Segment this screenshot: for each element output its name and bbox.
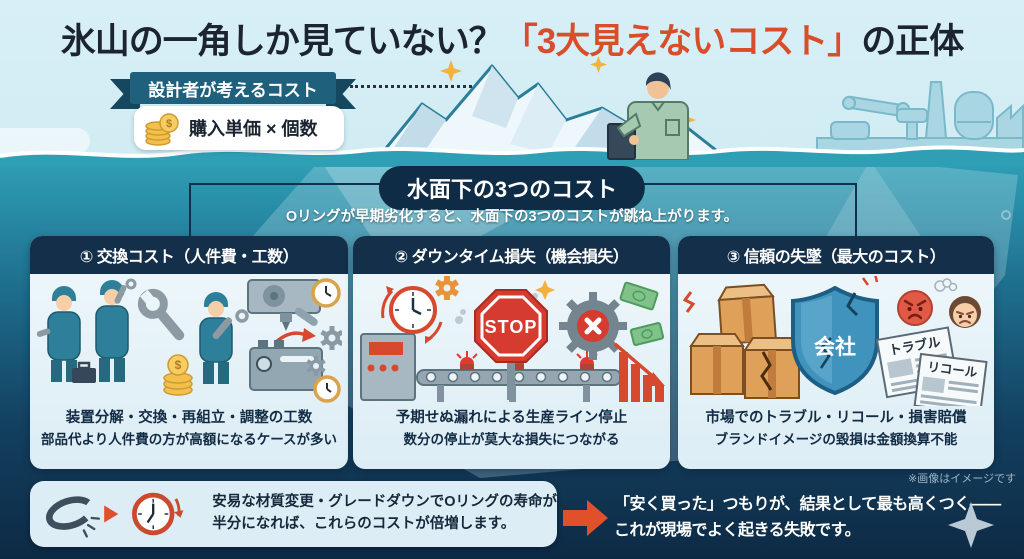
gear-icon [320,326,342,350]
worker-icon [95,278,137,382]
conclusion-text: 「安く買った」つもりが、結果として最も高くつく—— これが現場でよく起きる失敗で… [614,492,1001,543]
worker-icon [36,286,96,383]
money-icon [619,281,658,311]
warning-text: 安易な材質変更・グレードダウンでOリングの寿命が 半分になれば、これらのコストが… [212,492,557,536]
card3-header: ③ 信頼の失墜（最大のコスト） [678,236,994,274]
newspaper-headline: リコール [927,360,979,380]
machine-icon [359,333,416,401]
coin-currency-symbol: $ [166,118,172,130]
sparkle-icon [440,60,462,82]
cost-card-3: ③ 信頼の失墜（最大のコスト） [678,236,994,469]
clock-icon [311,278,341,308]
worker-icon [199,292,249,384]
designer-cost-formula-box: $ 購入単価 × 個数 [134,106,344,150]
gear-icon [306,356,326,376]
designer-cost-ribbon: 設計者が考えるコスト [130,72,336,104]
card1-header: ① 交換コスト（人件費・工数） [30,236,348,274]
conveyor-icon [415,369,622,402]
gear-icon [434,276,459,300]
coin-stack-icon: $ [145,113,179,146]
cost-card-2: ② ダウンタイム損失（機会損失） [353,236,670,469]
declining-chart-icon [613,342,665,402]
formula-text: 購入単価 × 個数 [189,119,318,139]
page-title: 氷山の一角しか見ていない？「3大見えないコスト」の正体 [0,13,1024,64]
steam-icon [934,278,958,292]
ribbon-label: 設計者が考えるコスト [148,80,318,100]
coin-stack-icon: $ [163,354,193,396]
angry-woman-icon [949,296,981,328]
warning-box: 安易な材質変更・グレードダウンでOリングの寿命が 半分になれば、これらのコストが… [30,481,557,547]
card1-caption-1: 装置分解・交換・再組立・調整の工数 [65,410,313,426]
dotted-connector [350,85,472,88]
warning-line-1: 安易な材質変更・グレードダウンでOリングの寿命が [212,494,557,511]
clock-icon [313,375,341,403]
bracket-line-right [855,183,857,237]
sparkle-icon [590,56,607,73]
underwater-subtitle: Oリングが早期劣化すると、水面下の3つのコストが跳ね上がります。 [285,209,739,225]
card1-caption-2: 部品代より人件費の方が高額になるケースが多い [40,431,338,447]
cost-card-1: ① 交換コスト（人件費・工数） [30,236,348,469]
underwater-banner: 水面下の3つのコスト [378,166,646,210]
warning-line-2: 半分になれば、これらのコストが倍増します。 [212,516,516,532]
card2-header: ② ダウンタイム損失（機会損失） [353,236,670,274]
svg-text:$: $ [175,358,182,372]
sparkle-icon [948,502,994,548]
stop-sign-icon: STOP [473,289,548,400]
angry-face-icon [897,290,933,326]
card3-caption-1: 市場でのトラブル・リコール・損害賠償 [705,410,967,426]
bracket-line-left [189,183,191,237]
title-red: 「3大見えないコスト」 [502,22,862,61]
waterline [0,145,1024,167]
card2-caption-2: 数分の停止が莫大な損失につながる [403,431,620,447]
sparkle-icon [534,280,555,300]
title-black-1: 氷山の一角しか見ていない？ [60,22,504,61]
cloud [0,128,90,154]
money-icon [629,322,664,346]
gear-error-icon [558,292,627,360]
clock-icon [380,286,442,344]
shield-icon: 会社 [791,276,879,396]
card1-illustration: $ [36,278,342,403]
engineer-with-tablet [607,72,689,160]
clock-icon [132,492,184,536]
shield-label: 会社 [814,335,856,359]
machine-icon [247,279,323,391]
image-disclaimer-note: ※画像はイメージです [908,473,1016,485]
card2-illustration: STOP [359,276,665,402]
wrench-icon [137,288,185,341]
title-black-2: の正体 [861,22,964,61]
right-arrow-icon [563,500,608,536]
newspaper-icon: リコール [913,352,988,406]
conclusion-line-1: 「安く買った」つもりが、結果として最も高くつく—— [614,496,1001,513]
conclusion-line-2: これが現場でよく起きる失敗です。 [614,521,861,539]
card2-caption-1: 予期せぬ漏れによる生産ライン停止 [395,410,628,426]
broken-oring-icon [46,496,101,538]
cardboard-boxes-icon [683,283,816,399]
warning-icons [46,492,184,538]
stop-sign-label: STOP [484,317,537,337]
card3-illustration: 会社 [683,276,988,406]
card3-caption-2: ブランドイメージの毀損は金額換算不能 [714,431,958,447]
triangle-arrow-icon [104,505,119,523]
